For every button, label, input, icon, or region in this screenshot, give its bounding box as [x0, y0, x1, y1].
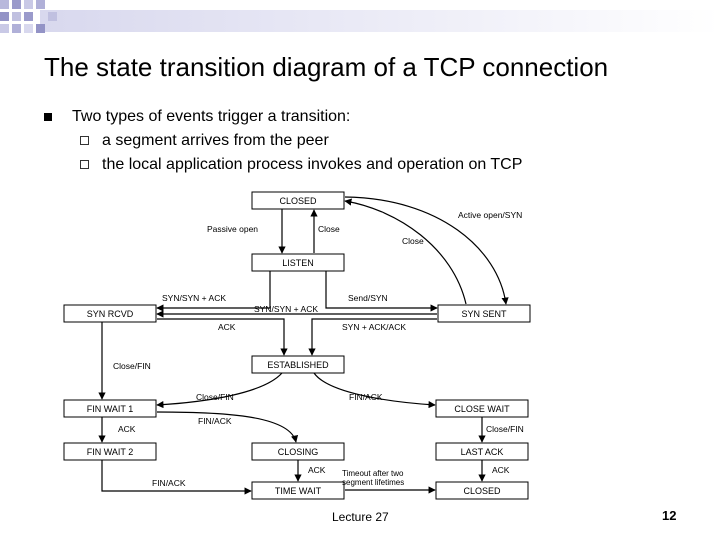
label-timeout: segment lifetimes	[342, 478, 404, 487]
label-close-fin: Close/FIN	[196, 392, 234, 402]
label-send-syn: Send/SYN	[348, 293, 388, 303]
arrow-finwait1-closing	[156, 411, 299, 443]
state-syn-sent: SYN SENT	[437, 304, 531, 323]
state-close-wait: CLOSE WAIT	[435, 399, 529, 418]
state-fin-wait-1: FIN WAIT 1	[63, 399, 157, 418]
state-label: CLOSED	[463, 486, 501, 496]
label-ack: ACK	[218, 322, 236, 332]
sub-bullet-text: a segment arrives from the peer	[102, 132, 329, 149]
square-bullet-icon	[44, 113, 52, 121]
state-label: LAST ACK	[461, 447, 504, 457]
transition-labels: Passive open Close Active open/SYN Close…	[113, 210, 524, 488]
arrow-listen-synrcvd	[156, 271, 271, 312]
label-ack: ACK	[118, 424, 136, 434]
state-established: ESTABLISHED	[251, 355, 345, 374]
hollow-square-bullet-icon	[80, 136, 89, 145]
label-fin-ack: FIN/ACK	[349, 392, 383, 402]
arrow-finwait2-timewait	[101, 460, 252, 495]
label-syn-synack: SYN/SYN + ACK	[254, 304, 318, 314]
state-closed-top: CLOSED	[251, 191, 345, 210]
label-syn-synack: SYN/SYN + ACK	[162, 293, 226, 303]
arrow-synrcvd-established	[157, 318, 288, 356]
label-ack: ACK	[492, 465, 510, 475]
state-label: CLOSE WAIT	[454, 404, 510, 414]
arrow-synsent-established	[308, 318, 437, 356]
state-label: CLOSED	[279, 196, 317, 206]
arrow-established-finwait1	[156, 372, 283, 409]
arrow-listen-synsent	[325, 271, 438, 312]
state-label: CLOSING	[278, 447, 319, 457]
tcp-state-diagram: CLOSED LISTEN SYN RCVD SYN SENT ESTABLIS…	[63, 191, 531, 500]
sub-bullet-text: the local application process invokes an…	[102, 156, 523, 173]
state-fin-wait-2: FIN WAIT 2	[63, 442, 157, 461]
footer-text: Lecture 27	[332, 510, 389, 524]
hollow-square-bullet-icon	[80, 160, 89, 169]
label-fin-ack: FIN/ACK	[198, 416, 232, 426]
state-closed-bottom: CLOSED	[435, 481, 529, 500]
state-label: ESTABLISHED	[267, 360, 329, 370]
label-synack-ack: SYN + ACK/ACK	[342, 322, 406, 332]
state-label: FIN WAIT 2	[87, 447, 134, 457]
state-label: LISTEN	[282, 258, 314, 268]
label-ack: ACK	[308, 465, 326, 475]
arrow-synsent-close	[344, 198, 467, 305]
state-closing: CLOSING	[251, 442, 345, 461]
transition-arrows	[98, 196, 509, 495]
state-syn-rcvd: SYN RCVD	[63, 304, 157, 323]
label-active-open: Active open/SYN	[458, 210, 522, 220]
arrow-established-closewait	[313, 372, 436, 409]
arrow-active-open	[344, 196, 509, 305]
bullet-text: Two types of events trigger a transition…	[72, 108, 351, 125]
label-close: Close	[402, 236, 424, 246]
state-label: FIN WAIT 1	[87, 404, 134, 414]
label-close: Close	[318, 224, 340, 234]
label-passive-open: Passive open	[207, 224, 258, 234]
state-label: SYN RCVD	[87, 309, 134, 319]
slide-title: The state transition diagram of a TCP co…	[44, 52, 609, 82]
label-timeout: Timeout after two	[342, 469, 404, 478]
label-fin-ack: FIN/ACK	[152, 478, 186, 488]
state-label: SYN SENT	[461, 309, 507, 319]
page-number: 12	[662, 508, 677, 523]
state-listen: LISTEN	[251, 253, 345, 272]
label-close-fin: Close/FIN	[113, 361, 151, 371]
header-decoration	[0, 0, 720, 33]
state-last-ack: LAST ACK	[435, 442, 529, 461]
label-close-fin: Close/FIN	[486, 424, 524, 434]
state-label: TIME WAIT	[275, 486, 322, 496]
state-time-wait: TIME WAIT	[251, 481, 345, 500]
